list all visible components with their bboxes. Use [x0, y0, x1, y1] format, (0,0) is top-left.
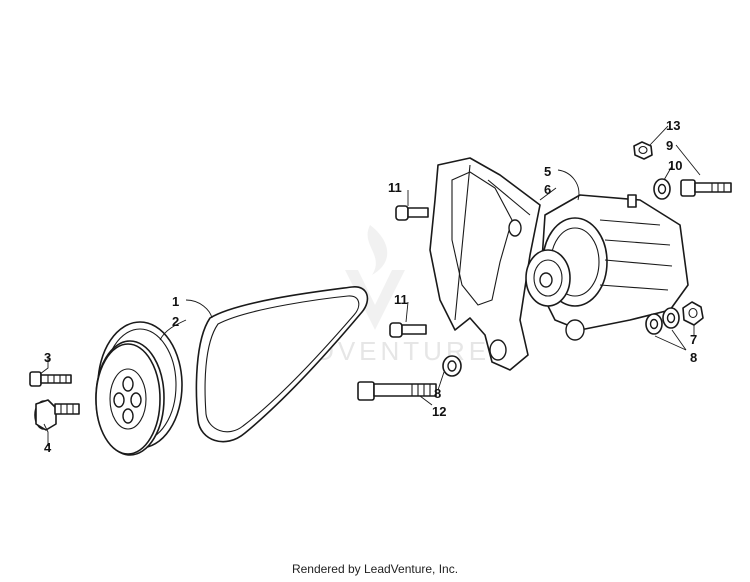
callout-8-lower: 8 [434, 386, 441, 401]
flange-bolt-4-icon [34, 399, 80, 431]
callout-8-upper: 8 [690, 350, 697, 365]
callout-9: 9 [666, 138, 673, 153]
washer-8-lower-icon [442, 355, 462, 377]
callout-12: 12 [432, 404, 446, 419]
bolt-11-upper-icon [395, 205, 429, 221]
alternator-5-icon [525, 194, 689, 341]
callout-5: 5 [544, 164, 551, 179]
callout-1: 1 [172, 294, 179, 309]
callout-13: 13 [666, 118, 680, 133]
leader-lines [39, 125, 701, 446]
belt-1-icon [195, 286, 369, 443]
callout-2: 2 [172, 314, 179, 329]
credit-footer: Rendered by LeadVenture, Inc. [291, 562, 459, 576]
bolt-9-icon [680, 179, 732, 197]
callout-11-upper: 11 [388, 180, 402, 195]
pulley-2-icon [95, 321, 183, 456]
washer-10-icon [653, 178, 671, 200]
watermark-logo-icon [345, 225, 405, 330]
callout-4: 4 [44, 440, 52, 455]
callout-7: 7 [690, 332, 697, 347]
callout-6: 6 [544, 182, 551, 197]
bolt-3-icon [29, 371, 72, 387]
callout-11-lower: 11 [394, 292, 408, 307]
callout-10: 10 [668, 158, 682, 173]
washer-8-upper-icon [645, 307, 680, 335]
long-bolt-12-icon [357, 381, 437, 401]
bolt-11-lower-icon [389, 322, 427, 338]
nut-7-icon [682, 301, 704, 326]
bracket-6-icon [429, 157, 541, 371]
callout-3: 3 [44, 350, 51, 365]
nut-13-icon [633, 141, 653, 160]
